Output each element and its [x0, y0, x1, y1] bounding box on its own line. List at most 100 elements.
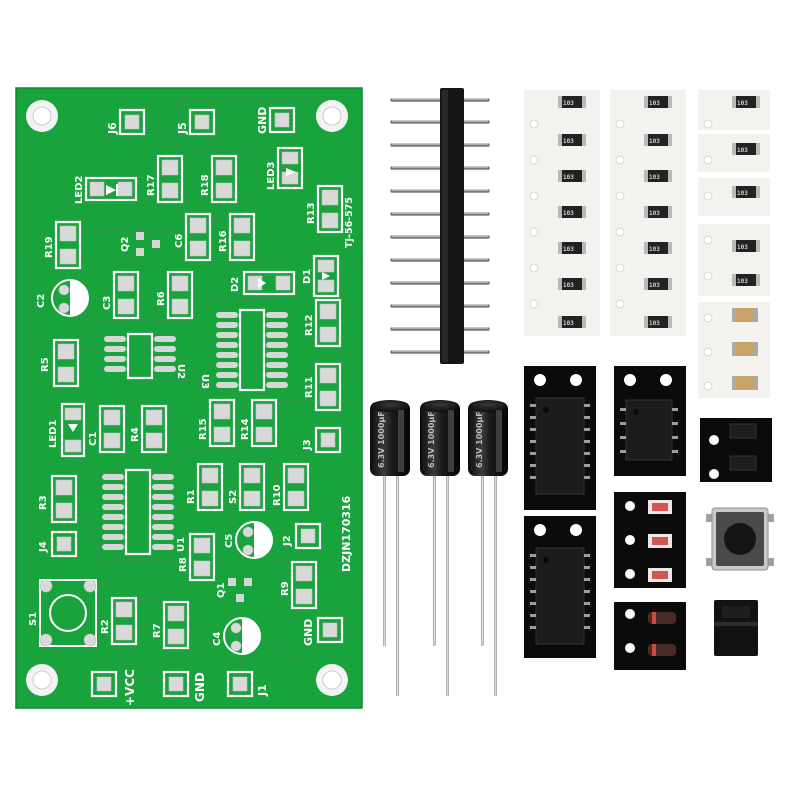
- label-c6: C6: [174, 234, 185, 248]
- smd-resistor-mark: 103: [563, 174, 574, 181]
- silkscreen-labels: J6 J5 GND LED2 R17 R18 LED3 TJ-56-575 R1…: [28, 107, 355, 706]
- label-gnd-bottom: GND: [193, 672, 207, 702]
- label-s1: S1: [28, 612, 39, 626]
- label-r6: R6: [156, 291, 167, 306]
- diode-tape: [614, 602, 686, 670]
- label-j5: J5: [176, 122, 189, 135]
- smd-resistor-mark: 103: [737, 100, 748, 107]
- label-r12: R12: [304, 314, 315, 336]
- smd-resistor-mark: 103: [563, 210, 574, 217]
- label-r4: R4: [130, 427, 141, 442]
- label-q1: Q1: [216, 582, 227, 598]
- smd-resistor-mark: 103: [737, 244, 748, 251]
- resistor-tape-2: 103 103 103 103 103 103 103: [610, 90, 686, 336]
- smd-resistor-mark: 103: [737, 278, 748, 285]
- label-r10: R10: [272, 484, 283, 506]
- led-tape: [614, 492, 686, 588]
- smd-resistor-mark: 103: [737, 190, 748, 197]
- ic-tape-large-top: [524, 366, 596, 510]
- smd-resistor-mark: 103: [563, 320, 574, 327]
- capacitor: 6.3V 1000μF: [370, 400, 410, 696]
- label-r2: R2: [100, 619, 111, 634]
- label-vcc: +VCC: [123, 669, 137, 706]
- label-c3: C3: [102, 296, 113, 310]
- capacitor-marking: 6.3V 1000μF: [475, 411, 484, 468]
- smd-resistor-mark: 103: [649, 210, 660, 217]
- label-c1: C1: [88, 432, 99, 446]
- transistor-tape: [700, 418, 772, 482]
- label-u1: U1: [176, 537, 187, 552]
- label-c5: C5: [224, 534, 235, 548]
- pcb-board: J6 J5 GND LED2 R17 R18 LED3 TJ-56-575 R1…: [15, 87, 363, 709]
- label-r5: R5: [40, 357, 51, 372]
- resistor-tape-3: 103 103 103 103 103: [698, 90, 770, 296]
- label-j3: J3: [302, 439, 313, 451]
- smd-footprints: [50, 146, 344, 650]
- capacitor: 6.3V 1000μF: [420, 400, 460, 696]
- jumper-cap: [714, 600, 758, 656]
- tactile-switch: [706, 507, 774, 571]
- label-r7: R7: [152, 623, 163, 638]
- label-r1: R1: [186, 489, 197, 504]
- electrolytic-capacitors: 6.3V 1000μF 6.3V 1000μF 6.3V 1000μF: [370, 400, 508, 696]
- smd-resistor-mark: 103: [649, 282, 660, 289]
- label-led1: LED1: [48, 419, 59, 448]
- capacitor-marking: 6.3V 1000μF: [377, 411, 386, 468]
- smd-resistor-mark: 103: [649, 100, 660, 107]
- connector-pads: [50, 106, 344, 698]
- label-j2: J2: [282, 535, 293, 547]
- pin-header: [390, 88, 490, 364]
- smd-resistor-mark: 103: [563, 282, 574, 289]
- label-dzjn: DZJN170316: [340, 495, 353, 572]
- label-r16: R16: [218, 230, 229, 252]
- label-u3: U3: [199, 374, 210, 389]
- ic-tape-small: [614, 366, 686, 476]
- mounting-holes: [26, 100, 348, 696]
- smd-resistor-mark: 103: [649, 138, 660, 145]
- label-d2: D2: [230, 277, 241, 292]
- capacitor-marking: 6.3V 1000μF: [427, 411, 436, 468]
- switch-footprint-s1: [39, 579, 97, 647]
- ic-footprint-u3: [216, 308, 288, 392]
- smd-resistor-mark: 103: [563, 100, 574, 107]
- label-j6: J6: [106, 122, 119, 135]
- resistor-tape-1: 103 103 103 103 103 103 103: [524, 90, 600, 336]
- electrolytic-footprints: [51, 279, 273, 655]
- smd-resistor-mark: 103: [563, 138, 574, 145]
- smd-resistor-mark: 103: [649, 320, 660, 327]
- label-r18: R18: [200, 174, 211, 196]
- label-r3: R3: [38, 495, 49, 510]
- label-r8: R8: [178, 557, 189, 572]
- ic-footprint-u2: [104, 332, 176, 380]
- transistor-footprints: [136, 232, 252, 602]
- label-r17: R17: [146, 174, 157, 196]
- label-u2: U2: [175, 364, 186, 379]
- label-c2: C2: [36, 294, 47, 308]
- label-led3: LED3: [266, 161, 277, 190]
- ic-tape-large-bottom: [524, 516, 596, 658]
- label-tj: TJ-56-575: [344, 197, 355, 248]
- label-c4: C4: [212, 632, 223, 646]
- label-led2: LED2: [74, 175, 85, 204]
- diode-symbols: [68, 168, 330, 432]
- smd-resistor-mark: 103: [563, 246, 574, 253]
- smd-resistor-mark: 103: [649, 174, 660, 181]
- label-s2: S2: [228, 490, 239, 504]
- smd-resistor-mark: 103: [649, 246, 660, 253]
- label-d1: D1: [302, 269, 313, 284]
- label-r15: R15: [198, 418, 209, 440]
- label-r14: R14: [240, 418, 251, 440]
- label-r9: R9: [280, 581, 291, 596]
- ic-footprint-u1: [102, 468, 174, 556]
- label-j1: J1: [256, 684, 269, 697]
- capacitor-tape: [698, 302, 770, 398]
- label-r11: R11: [304, 376, 315, 398]
- label-r13: R13: [306, 202, 317, 224]
- capacitor: 6.3V 1000μF: [468, 400, 508, 696]
- label-j4: J4: [38, 541, 49, 553]
- label-gnd-right: GND: [302, 619, 315, 646]
- smd-resistor-mark: 103: [737, 147, 748, 154]
- label-r19: R19: [44, 236, 55, 258]
- label-gnd-top: GND: [256, 107, 269, 134]
